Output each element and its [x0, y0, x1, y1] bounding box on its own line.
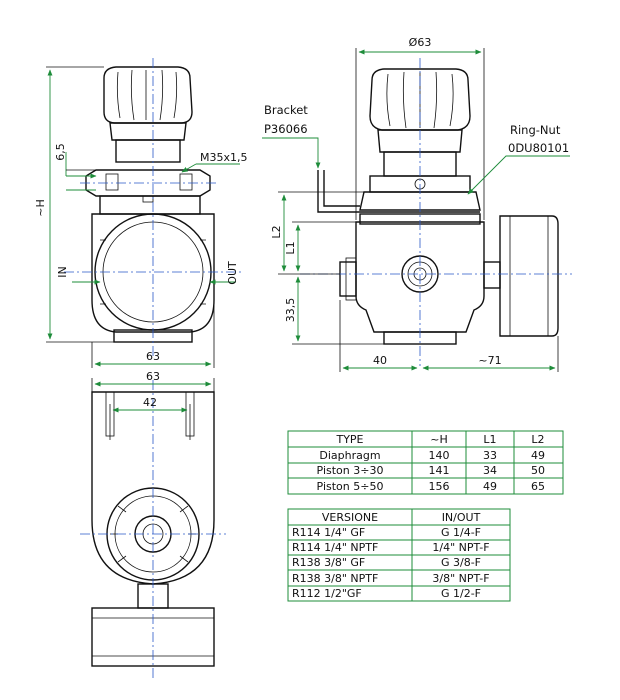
table-cell: G 1/4-F — [441, 526, 481, 539]
table-cell: 33 — [483, 449, 497, 462]
bottom-view: 63 42 — [80, 370, 226, 678]
table-cell: 49 — [531, 449, 545, 462]
type-header-h: ~H — [430, 433, 448, 446]
table-cell: 3/8" NPT-F — [432, 572, 489, 585]
table-cell: Diaphragm — [319, 449, 380, 462]
dim-6-5: 6,5 — [54, 143, 67, 161]
dim-33-5: 33,5 — [284, 298, 297, 323]
dim-71: ~71 — [478, 354, 501, 367]
version-header: VERSIONE — [322, 511, 378, 524]
ringnut-callout-title: Ring-Nut — [510, 123, 561, 137]
diameter-dimension: Ø63 — [409, 36, 432, 49]
l2-dimension: L2 — [270, 225, 283, 238]
table-cell: R138 3/8" GF — [292, 556, 365, 569]
table-cell: 65 — [531, 480, 545, 493]
in-label: IN — [56, 266, 69, 277]
table-cell: 156 — [429, 480, 450, 493]
version-table: VERSIONE IN/OUT R114 1/4" GF G 1/4-F R11… — [287, 508, 511, 602]
table-cell: Piston 5÷50 — [317, 480, 384, 493]
thread-dimension: M35x1,5 — [200, 151, 248, 164]
table-cell: R114 1/4" NPTF — [292, 541, 378, 554]
front-view: ~H 6,5 M35x1,5 IN OUT 63 — [34, 58, 248, 368]
table-cell: 34 — [483, 464, 497, 477]
l1-dimension: L1 — [284, 241, 297, 254]
bracket-callout-title: Bracket — [264, 103, 308, 117]
bracket-callout-code: P36066 — [264, 122, 308, 136]
table-cell: R112 1/2"GF — [292, 587, 362, 600]
table-cell: 141 — [429, 464, 450, 477]
type-header-l1: L1 — [483, 433, 496, 446]
ringnut-callout-code: 0DU80101 — [508, 141, 569, 155]
table-cell: G 3/8-F — [441, 556, 481, 569]
dim-40: 40 — [373, 354, 387, 367]
table-cell: R114 1/4" GF — [292, 526, 365, 539]
table-cell: 49 — [483, 480, 497, 493]
front-width-dimension: 63 — [146, 350, 160, 363]
table-cell: Piston 3÷30 — [317, 464, 384, 477]
out-label: OUT — [226, 261, 239, 285]
type-header-l2: L2 — [531, 433, 544, 446]
table-cell: G 1/2-F — [441, 587, 481, 600]
dim-42: 42 — [143, 396, 157, 409]
table-cell: 1/4" NPT-F — [432, 541, 489, 554]
table-cell: R138 3/8" NPTF — [292, 572, 378, 585]
table-cell: 140 — [429, 449, 450, 462]
type-header-type: TYPE — [335, 433, 363, 446]
type-table: TYPE ~H L1 L2 Diaphragm 140 33 49 Piston… — [287, 430, 564, 495]
table-cell: 50 — [531, 464, 545, 477]
height-dimension: ~H — [34, 199, 47, 217]
bottom-width-dimension: 63 — [146, 370, 160, 383]
inout-header: IN/OUT — [442, 511, 481, 524]
side-view: Ø63 L2 L1 33,5 40 ~71 Bracket P36066 Rin… — [262, 36, 572, 372]
